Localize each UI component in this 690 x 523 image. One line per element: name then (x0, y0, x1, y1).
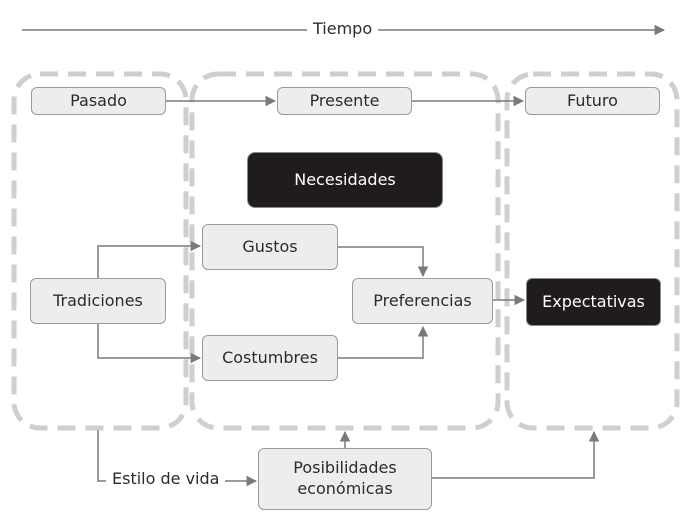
arrow-tradiciones-gustos (97, 240, 202, 278)
node-gustos: Gustos (202, 224, 338, 270)
node-tradiciones: Tradiciones (30, 278, 166, 324)
node-posibilidades-economicas: Posibilidades económicas (258, 448, 432, 510)
edge-label-estilo-de-vida: Estilo de vida (106, 469, 226, 488)
arrow-costumbres-preferencias (338, 325, 429, 359)
period-presente: Presente (277, 87, 412, 115)
arrow-posibilidades-futuro (432, 430, 600, 479)
present-group-region (189, 71, 501, 431)
period-pasado: Pasado (31, 87, 166, 115)
node-preferencias: Preferencias (352, 278, 493, 324)
past-group-region (11, 71, 189, 431)
future-group-region (504, 71, 680, 431)
arrow-gustos-preferencias (338, 246, 429, 278)
node-expectativas: Expectativas (526, 278, 661, 326)
time-axis-label: Tiempo (307, 19, 379, 38)
arrow-tradiciones-costumbres (97, 324, 202, 364)
node-costumbres: Costumbres (202, 335, 338, 381)
period-futuro: Futuro (525, 87, 660, 115)
node-necesidades: Necesidades (247, 152, 443, 208)
